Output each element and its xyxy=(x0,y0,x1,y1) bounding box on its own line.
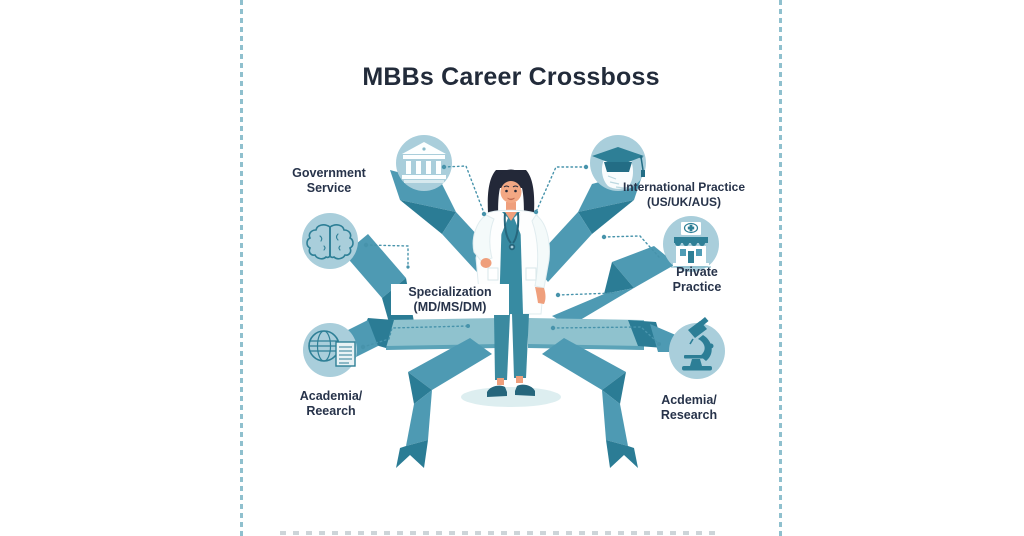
brain-icon xyxy=(306,224,354,260)
dotted-connector-academia-left xyxy=(362,325,469,348)
doctor-neck xyxy=(506,202,516,213)
doctor-illustration xyxy=(461,169,561,407)
label-government-service: Government Service xyxy=(292,166,366,195)
bank-building-icon xyxy=(402,142,446,183)
dotted-connector-academia-right xyxy=(552,326,660,345)
cropped-bottom-text-remnant xyxy=(280,531,722,535)
ground-shadow xyxy=(461,387,561,407)
graduation-cap-icon xyxy=(592,147,645,189)
doctor-pants xyxy=(494,314,510,380)
connector-end-dots xyxy=(360,164,661,350)
dotted-connector-hospital xyxy=(603,235,660,258)
doctor-right-arm xyxy=(531,214,550,289)
left-dashed-border xyxy=(240,0,243,536)
label-academia-research-right: Acdemia/ Research xyxy=(660,393,718,422)
doctor-shoes xyxy=(487,385,507,397)
dotted-connector-government xyxy=(443,165,485,214)
label-private-practice: Private Practice xyxy=(672,265,722,294)
label-international-practice: International Practice (US/UK/AUS) xyxy=(622,180,746,209)
node-circle-microscope xyxy=(669,323,725,379)
ribbon-leg-right xyxy=(542,338,638,468)
microscope-icon xyxy=(682,317,714,371)
globe-document-icon xyxy=(308,330,356,367)
right-dashed-border xyxy=(779,0,782,536)
doctor-hair-back xyxy=(487,170,535,242)
stethoscope xyxy=(503,212,520,251)
label-specialization: Specialization (MD/MS/DM) xyxy=(391,284,509,315)
hospital-icon xyxy=(671,222,711,268)
dotted-connector-private xyxy=(557,292,615,296)
ribbon-band-right xyxy=(528,318,686,352)
ribbon-arm-hospital xyxy=(552,246,676,326)
label-academia-research-left: Academia/ Reearch xyxy=(299,389,363,418)
page-title: MBBs Career Crossboss xyxy=(362,63,660,91)
dotted-connector-specialization xyxy=(365,244,409,269)
ribbon-leg-left xyxy=(396,338,492,468)
dotted-connector-international xyxy=(535,166,587,213)
